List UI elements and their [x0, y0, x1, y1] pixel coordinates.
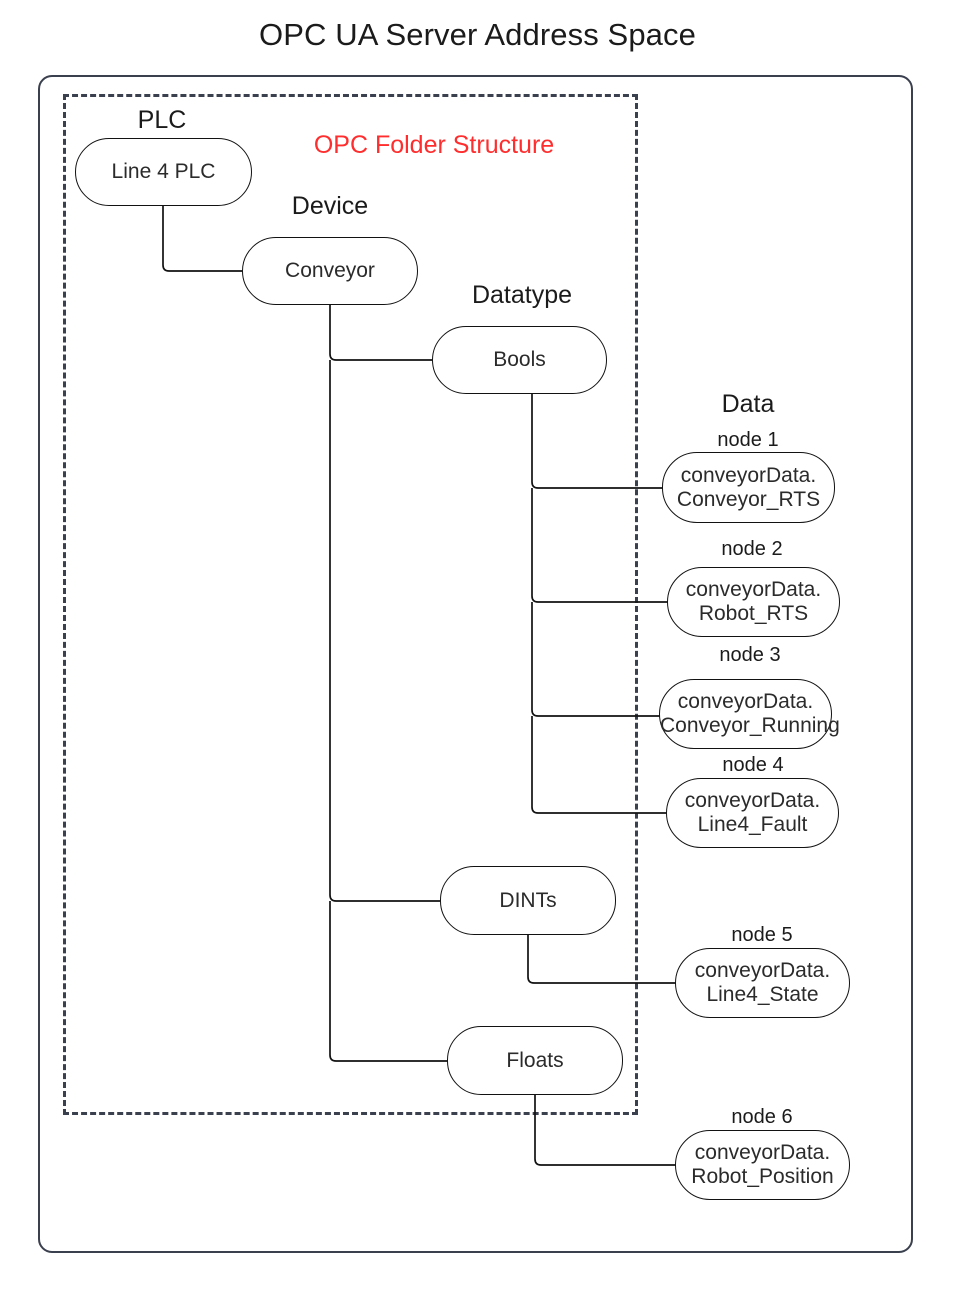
node-caption-6: node 6 — [731, 1106, 793, 1128]
node-dints-label: DINTs — [499, 888, 557, 912]
node-robot-position-line1: conveyorData. — [694, 1141, 831, 1165]
node-line4-fault-line1: conveyorData. — [684, 789, 821, 813]
node-floats-label: Floats — [506, 1048, 564, 1072]
opc-folder-structure-label: OPC Folder Structure — [313, 131, 555, 159]
node-line4-fault[interactable]: conveyorData. Line4_Fault — [666, 778, 839, 848]
node-conveyor-rts-line2: Conveyor_RTS — [676, 487, 821, 511]
node-dints[interactable]: DINTs — [440, 866, 616, 935]
node-line4-state[interactable]: conveyorData. Line4_State — [675, 948, 850, 1018]
group-caption-data: Data — [721, 390, 775, 418]
node-conveyor-rts-line1: conveyorData. — [680, 463, 817, 487]
group-caption-datatype: Datatype — [471, 281, 573, 309]
node-line4-state-line1: conveyorData. — [694, 959, 831, 983]
node-line4-state-line2: Line4_State — [706, 983, 819, 1006]
node-bools-label: Bools — [493, 348, 546, 372]
node-line4-fault-line2: Line4_Fault — [697, 813, 808, 836]
node-line-4-plc[interactable]: Line 4 PLC — [75, 138, 252, 206]
node-conveyor[interactable]: Conveyor — [242, 237, 418, 305]
node-caption-3: node 3 — [719, 644, 781, 666]
node-caption-1: node 1 — [717, 429, 779, 451]
address-space-boundary — [38, 75, 913, 1253]
node-caption-4: node 4 — [722, 754, 784, 776]
node-floats[interactable]: Floats — [447, 1026, 623, 1095]
node-conveyor-running-line2: Conveyor_Running — [660, 714, 840, 737]
node-conveyor-running-line1: conveyorData. — [677, 690, 814, 714]
node-robot-position[interactable]: conveyorData. Robot_Position — [675, 1130, 850, 1200]
node-caption-5: node 5 — [731, 924, 793, 946]
node-line-4-plc-label: Line 4 PLC — [111, 160, 216, 184]
node-robot-rts[interactable]: conveyorData. Robot_RTS — [667, 567, 840, 637]
group-caption-plc: PLC — [137, 106, 187, 134]
node-robot-position-line2: Robot_Position — [691, 1165, 834, 1188]
node-conveyor-running[interactable]: conveyorData. Conveyor_Running — [659, 679, 840, 749]
group-caption-device: Device — [291, 192, 369, 220]
node-caption-2: node 2 — [721, 538, 783, 560]
node-robot-rts-line1: conveyorData. — [685, 578, 822, 602]
node-bools[interactable]: Bools — [432, 326, 607, 394]
node-conveyor-label: Conveyor — [285, 259, 375, 283]
node-robot-rts-line2: Robot_RTS — [698, 602, 809, 625]
page-title: OPC UA Server Address Space — [259, 17, 696, 52]
node-conveyor-rts[interactable]: conveyorData. Conveyor_RTS — [662, 452, 835, 523]
